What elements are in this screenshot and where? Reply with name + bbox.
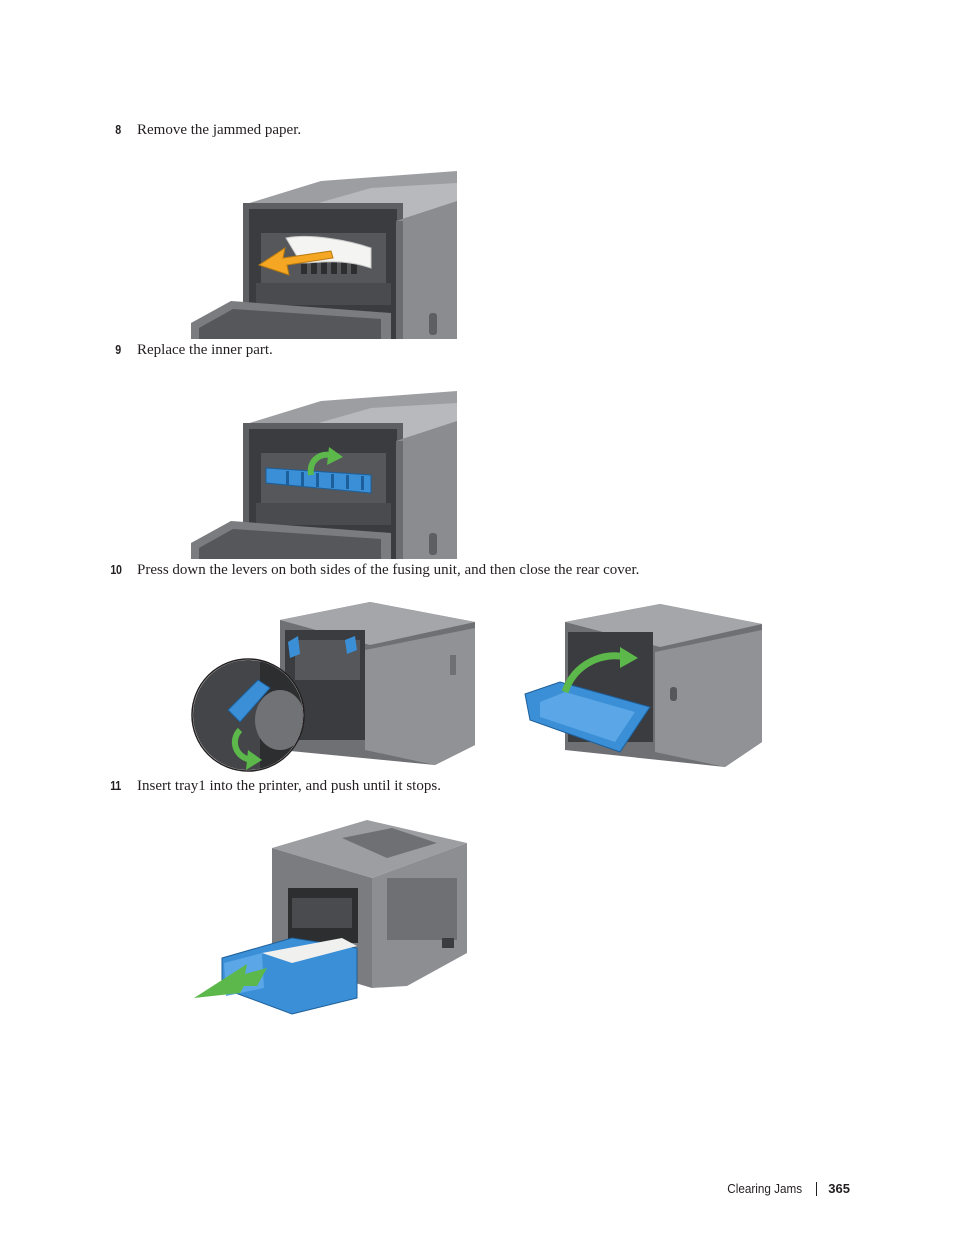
press-levers-illustration: [190, 600, 475, 775]
step-10: 10 Press down the levers on both sides o…: [0, 560, 954, 580]
step-number: 10: [109, 562, 121, 577]
remove-jammed-paper-illustration: [191, 163, 457, 339]
page-footer: Clearing Jams 365: [719, 1179, 850, 1199]
step-text: Remove the jammed paper.: [137, 122, 302, 138]
footer-separator: [816, 1182, 818, 1196]
step-8: 8 Remove the jammed paper.: [0, 120, 954, 140]
page-number: 365: [828, 1181, 850, 1196]
replace-inner-part-illustration: [191, 383, 457, 559]
insert-tray-illustration: [192, 818, 467, 1015]
close-rear-cover-illustration: [520, 602, 762, 772]
step-number: 9: [115, 342, 121, 357]
step-text: Replace the inner part.: [137, 342, 273, 358]
section-title: Clearing Jams: [727, 1181, 803, 1196]
step-number: 8: [115, 122, 121, 137]
step-text: Press down the levers on both sides of t…: [137, 562, 640, 578]
step-9: 9 Replace the inner part.: [0, 340, 954, 360]
step-text: Insert tray1 into the printer, and push …: [137, 778, 441, 794]
step-number: 11: [110, 778, 122, 793]
step-11: 11 Insert tray1 into the printer, and pu…: [0, 776, 954, 796]
